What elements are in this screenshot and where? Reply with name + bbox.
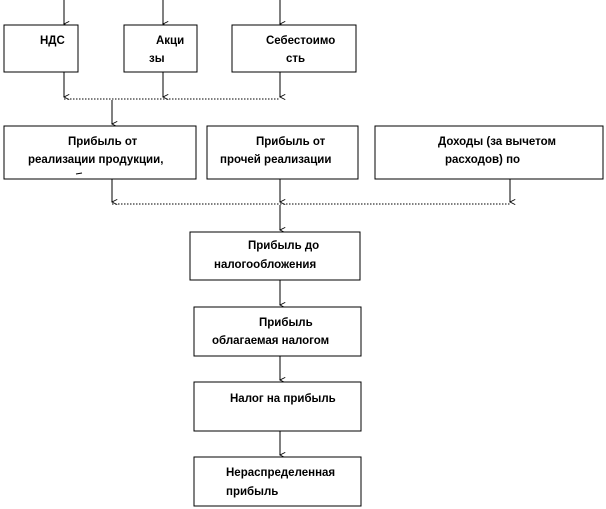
box-pribyl-realizacii: Прибыль от реализации продукции, — [3, 125, 197, 180]
box-pribyl-realizacii-line-2: реализации продукции, — [28, 154, 163, 166]
row2-connectors — [112, 179, 510, 230]
box-pribyl-do-nalog-line-1: Прибыль до — [248, 240, 319, 252]
box-nalog-line-1: Налог на прибыль — [230, 393, 336, 405]
box-neraspredelennaya-line-1: Нераспределенная — [226, 467, 335, 479]
box-pribyl-prochei: Прибыль от прочей реализации — [206, 125, 359, 180]
box-pribyl-prochei-line-1: Прибыль от — [256, 136, 326, 148]
box-pribyl-do-nalog-line-2: налогообложения — [214, 259, 316, 271]
box-sebestoimost-line-1: Себестоимо — [266, 35, 335, 47]
box-nds-line-1: НДС — [40, 35, 65, 47]
box-dohody: Доходы (за вычетом расходов) по — [374, 125, 604, 180]
box-nds: НДС — [3, 24, 79, 73]
box-neraspredelennaya-pribyl: Нераспределенная прибыль — [193, 456, 362, 507]
box-akcizy-line-1: Акци — [156, 35, 184, 47]
box-sebestoimost-line-2: сть — [286, 53, 305, 65]
box-nalog-na-pribyl: Налог на прибыль — [193, 381, 362, 432]
box-pribyl-do-nalogooblozheniya: Прибыль до налогообложения — [189, 231, 361, 281]
box-pribyl-oblagaemaya-line-2: облагаемая налогом — [212, 335, 329, 347]
box-pribyl-realizacii-line-1: Прибыль от — [68, 136, 138, 148]
box-neraspredelennaya-line-2: прибыль — [226, 486, 278, 498]
box-akcizy-line-2: зы — [149, 53, 165, 65]
box-sebestoimost: Себестоимо сть — [231, 24, 357, 73]
box-pribyl-oblagaemaya: Прибыль облагаемая налогом — [193, 306, 362, 357]
box-dohody-line-1: Доходы (за вычетом — [438, 136, 556, 148]
stray-mark — [75, 172, 83, 175]
box-dohody-line-2: расходов) по — [445, 154, 520, 166]
box-pribyl-prochei-line-2: прочей реализации — [220, 154, 331, 166]
row1-connectors — [64, 72, 280, 124]
top-incoming-arrows — [64, 0, 280, 24]
box-pribyl-oblagaemaya-line-1: Прибыль — [259, 317, 313, 329]
box-akcizy: Акци зы — [123, 24, 198, 73]
